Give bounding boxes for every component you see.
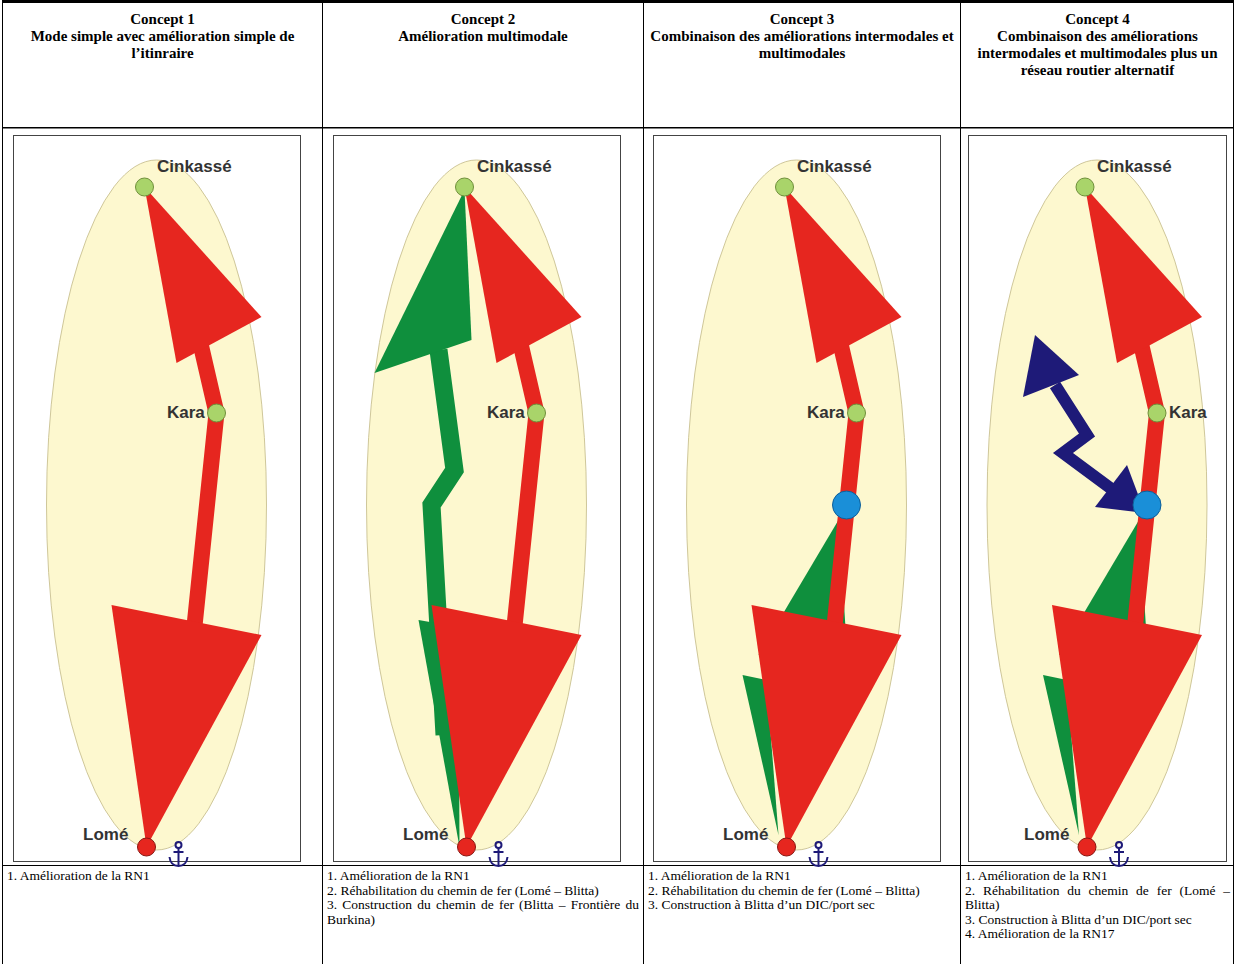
city-label: Kara (487, 403, 525, 423)
city-label: Cinkassé (1097, 157, 1172, 177)
concept-title: Amélioration multimodale (398, 28, 568, 45)
concept-number: Concept 2 (451, 11, 516, 28)
list-item: 1. Amélioration de la RN1 (7, 869, 318, 884)
list-item: 2. Réhabilitation du chemin de fer (Lomé… (648, 884, 956, 899)
city-label: Lomé (1024, 825, 1069, 845)
city-label: Cinkassé (157, 157, 232, 177)
list-item: 3. Construction à Blitta d’un DIC/port s… (648, 898, 956, 913)
list-item: 2. Réhabilitation du chemin de fer (Lomé… (327, 884, 639, 899)
city-label: Cinkassé (797, 157, 872, 177)
concept-number: Concept 4 (1065, 11, 1130, 28)
city-label: Cinkassé (477, 157, 552, 177)
concept-2-map (367, 160, 587, 866)
city-label: Lomé (723, 825, 768, 845)
header-cell: Concept 3Combinaison des améliorations i… (644, 3, 960, 127)
list-cell: 1. Amélioration de la RN1 (3, 867, 322, 884)
header-cell: Concept 1Mode simple avec amélioration s… (3, 3, 322, 127)
list-item: 1. Amélioration de la RN1 (965, 869, 1230, 884)
list-item: 3. Construction du chemin de fer (Blitta… (327, 898, 639, 927)
concept-number: Concept 3 (770, 11, 835, 28)
concept-1-map (47, 160, 267, 866)
city-label: Lomé (83, 825, 128, 845)
list-item: 2. Réhabilitation du chemin de fer (Lomé… (965, 884, 1230, 913)
concept-number: Concept 1 (130, 11, 195, 28)
concept-title: Combinaison des améliorations intermodal… (650, 28, 954, 62)
list-item: 1. Amélioration de la RN1 (327, 869, 639, 884)
concept-title: Mode simple avec amélioration simple de … (9, 28, 316, 62)
header-cell: Concept 4Combinaison des améliorations i… (961, 3, 1234, 127)
city-label: Kara (807, 403, 845, 423)
list-item: 4. Amélioration de la RN17 (965, 927, 1230, 942)
concept-title: Combinaison des améliorations intermodal… (967, 28, 1228, 79)
concept-4-map (987, 160, 1207, 866)
list-cell: 1. Amélioration de la RN12. Réhabilitati… (644, 867, 960, 913)
city-label: Lomé (403, 825, 448, 845)
city-label: Kara (1169, 403, 1207, 423)
list-item: 3. Construction à Blitta d’un DIC/port s… (965, 913, 1230, 928)
list-cell: 1. Amélioration de la RN12. Réhabilitati… (961, 867, 1234, 942)
header-cell: Concept 2Amélioration multimodale (323, 3, 643, 127)
list-item: 1. Amélioration de la RN1 (648, 869, 956, 884)
concept-3-map (687, 160, 907, 866)
city-label: Kara (167, 403, 205, 423)
list-cell: 1. Amélioration de la RN12. Réhabilitati… (323, 867, 643, 927)
